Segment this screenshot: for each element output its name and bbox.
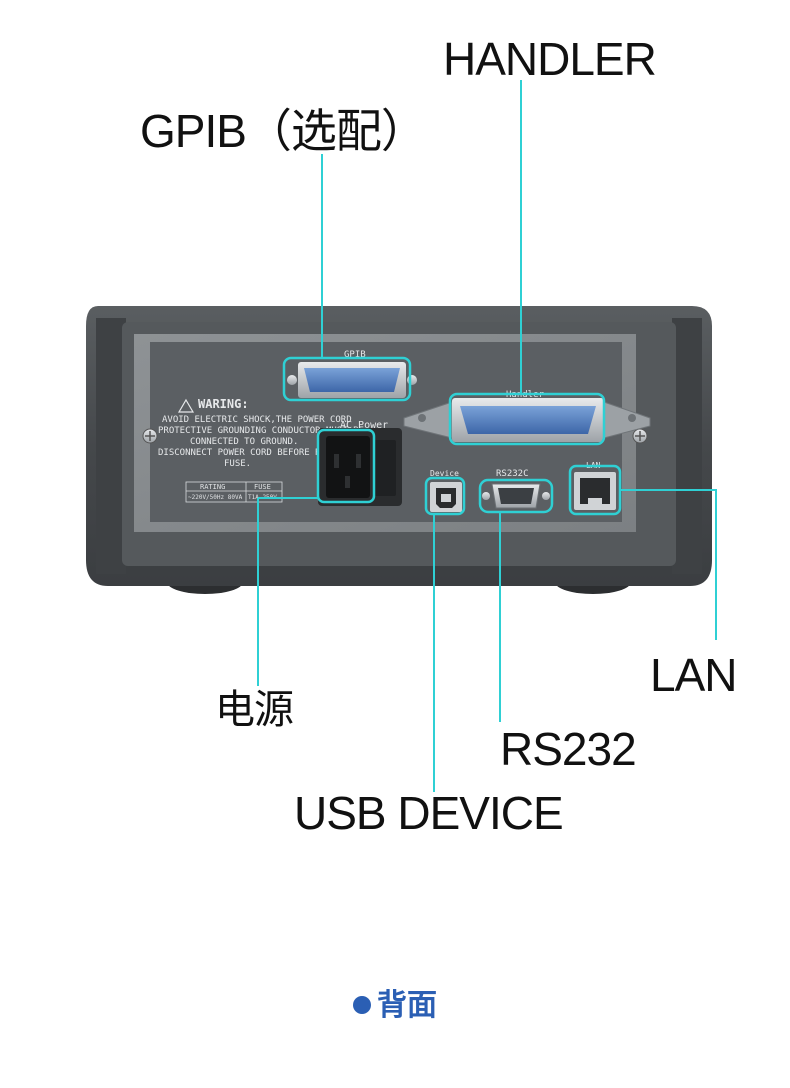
rating-value: ~220V/50Hz 80VA <box>188 494 243 501</box>
handler-callout-label: HANDLER <box>443 33 657 85</box>
gpib-callout-label: GPIB（选配） <box>140 105 427 157</box>
view-caption: 背面 <box>0 980 790 1024</box>
usb-highlight <box>424 476 466 516</box>
warning-line-3: CONNECTED TO GROUND. <box>190 437 298 447</box>
lan-port: LAN <box>574 461 616 510</box>
power-callout-label: 电源 <box>215 687 294 733</box>
warning-line-5: FUSE. <box>224 459 251 469</box>
gpib-panel-label: GPIB <box>344 350 366 360</box>
screw-left <box>142 428 158 444</box>
rs232c-port: RS232C <box>482 469 550 509</box>
warning-line-2: PROTECTIVE GROUNDING CONDUCTOR MUST BE <box>158 426 364 436</box>
usb-device-callout-label: USB DEVICE <box>294 787 564 839</box>
handle-left <box>96 318 126 574</box>
gpib-connector: GPIB <box>287 350 417 398</box>
lan-leader-line <box>620 489 717 640</box>
lan-callout-label: LAN <box>650 649 737 701</box>
handle-right <box>672 318 702 574</box>
rs232-highlight <box>478 478 554 514</box>
ac-power-label: AC Power <box>340 420 388 431</box>
rating-header: RATING <box>200 483 225 491</box>
view-caption-text: 背面 <box>377 988 437 1023</box>
warning-line-1: AVOID ELECTRIC SHOCK,THE POWER CORD <box>162 415 352 425</box>
fuse-header: FUSE <box>254 483 271 491</box>
ac-power-inlet: AC Power <box>318 420 402 506</box>
bullet-dot-icon <box>353 995 371 1014</box>
screw-right <box>632 428 648 444</box>
warning-block: WARING: AVOID ELECTRIC SHOCK,THE POWER C… <box>158 397 364 469</box>
warning-title: WARING: <box>198 397 249 411</box>
gpib-highlight <box>282 356 412 402</box>
warning-line-4: DISCONNECT POWER CORD BEFORE REPLACING <box>158 448 364 458</box>
power-highlight <box>316 428 376 504</box>
rs232-callout-label: RS232 <box>500 723 637 775</box>
rs232c-panel-label: RS232C <box>496 469 529 479</box>
warning-triangle-icon <box>177 398 195 413</box>
usb-device-port: Device <box>430 469 462 512</box>
device-panel-label: Device <box>430 469 459 478</box>
handler-highlight <box>448 392 606 446</box>
